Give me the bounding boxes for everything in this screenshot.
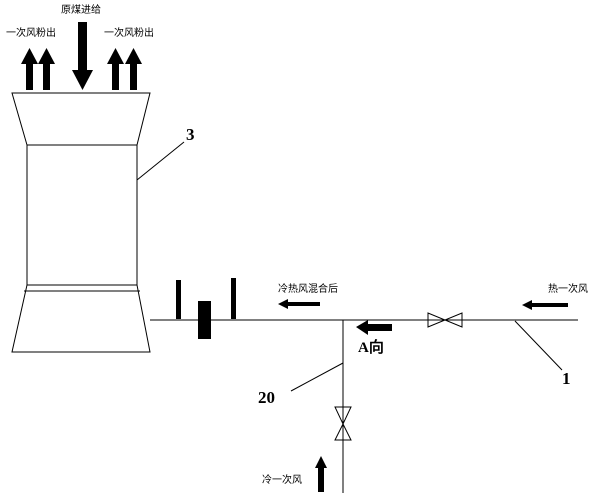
outlet-arrow-4 bbox=[125, 48, 142, 90]
flow-device bbox=[176, 278, 236, 339]
flow-device-block-center bbox=[198, 301, 211, 339]
outlet-arrow-1 bbox=[21, 48, 38, 90]
outlet-arrow-2 bbox=[38, 48, 55, 90]
leader-line-1 bbox=[514, 320, 563, 371]
leader-line-3 bbox=[136, 141, 185, 181]
label-primary-air-out-right: 一次风粉出 bbox=[104, 26, 154, 39]
coal-mill bbox=[11, 92, 151, 353]
label-mixed-air: 冷热风混合后 bbox=[278, 282, 338, 295]
label-primary-air-out-left: 一次风粉出 bbox=[6, 26, 56, 39]
direction-a-arrow bbox=[356, 320, 392, 335]
hot-air-arrow bbox=[522, 300, 568, 310]
label-raw-coal-in: 原煤进给 bbox=[61, 3, 101, 16]
callout-3: 3 bbox=[186, 125, 195, 144]
inlet-arrow-coal bbox=[72, 22, 93, 90]
mixed-air-arrow bbox=[278, 299, 320, 309]
mill-middle-section bbox=[26, 144, 138, 286]
callout-1: 1 bbox=[562, 369, 571, 388]
mill-top-section bbox=[11, 92, 151, 146]
flow-device-bar-left bbox=[176, 280, 181, 319]
cold-air-valve bbox=[334, 406, 352, 441]
flow-device-bar-right bbox=[231, 278, 236, 319]
label-hot-primary-air: 热一次风 bbox=[548, 282, 588, 295]
outlet-arrow-3 bbox=[107, 48, 124, 90]
leader-line-20 bbox=[290, 362, 344, 392]
label-direction-a: A向 bbox=[358, 338, 384, 356]
label-cold-primary-air: 冷一次风 bbox=[262, 473, 302, 486]
mill-bottom-section bbox=[11, 284, 151, 353]
hot-air-valve bbox=[427, 312, 463, 328]
cold-air-arrow bbox=[315, 456, 327, 492]
callout-20: 20 bbox=[258, 388, 275, 407]
top-arrows bbox=[21, 22, 142, 90]
